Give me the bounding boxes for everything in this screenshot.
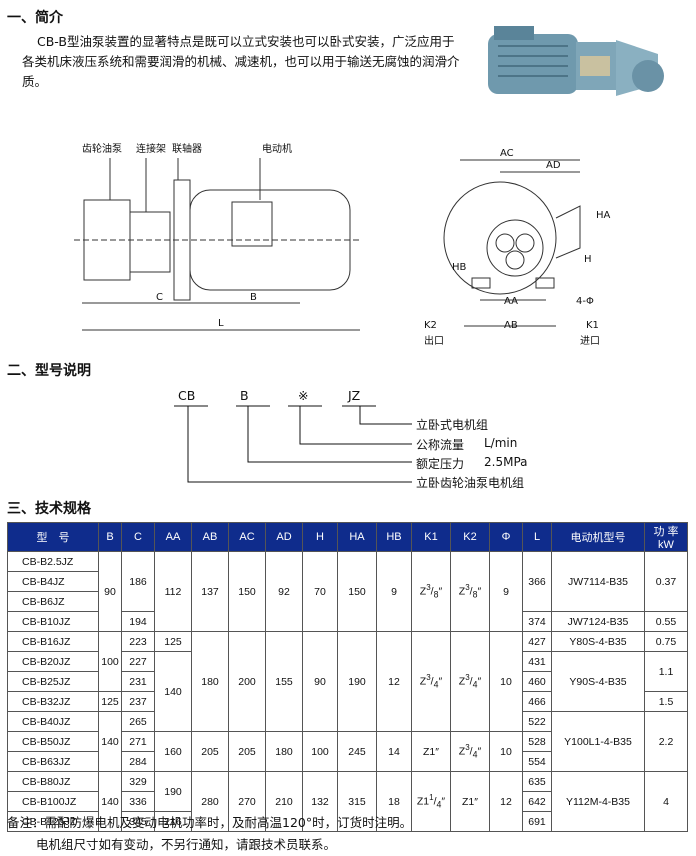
header-HA: HA [337, 522, 377, 552]
side-view-drawing [74, 158, 360, 331]
header-AB: AB [191, 522, 229, 552]
header-power: 功 率 kW [644, 522, 688, 552]
intro-paragraph: CB-B型油泵装置的显著特点是既可以立式安装也可以卧式安装，广泛应用于各类机床液… [22, 34, 460, 89]
dim-L: L [218, 318, 224, 329]
code-part-4: JZ [348, 388, 361, 403]
desc-gear-pump-unit: 立卧齿轮油泵电机组 [416, 476, 525, 490]
header-AC: AC [228, 522, 266, 552]
label-outlet: 出口 [424, 336, 444, 347]
label-motor: 电动机 [262, 144, 292, 155]
desc-pressure-value: 2.5MPa [484, 455, 528, 469]
header-AA: AA [154, 522, 192, 552]
dim-AD: AD [546, 160, 561, 171]
model-code-leaders [174, 405, 412, 483]
header-K1: K1 [411, 522, 451, 552]
dim-phi: 4-Φ [576, 296, 594, 307]
dim-C: C [156, 292, 163, 303]
header-K2: K2 [450, 522, 490, 552]
dim-H: H [584, 254, 592, 265]
code-part-3: ※ [298, 388, 309, 403]
header-B: B [98, 522, 122, 552]
header-L: L [522, 522, 552, 552]
header-model: 型 号 [7, 522, 99, 552]
header-H: H [302, 522, 338, 552]
front-view-drawing [443, 159, 581, 327]
code-part-1: CB [178, 388, 196, 403]
header-phi: Φ [489, 522, 523, 552]
dim-K2: K2 [424, 320, 437, 331]
section-title-spec: 三、技术规格 [7, 501, 91, 517]
section-title-model: 二、型号说明 [7, 363, 91, 379]
header-AD: AD [265, 522, 303, 552]
dim-AB: AB [504, 320, 518, 331]
header-motor: 电动机型号 [551, 522, 645, 552]
desc-flow-label: 公称流量 [416, 438, 465, 452]
desc-vertical-horizontal-unit: 立卧式电机组 [416, 418, 489, 432]
label-gear-pump: 齿轮油泵 [82, 144, 122, 155]
header-C: C [121, 522, 155, 552]
pump-photo [468, 6, 688, 124]
dim-HA: HA [596, 210, 611, 221]
label-bracket: 连接架 [136, 144, 166, 155]
desc-pressure-label: 额定压力 [416, 457, 465, 471]
dim-AC: AC [500, 148, 514, 159]
header-HB: HB [376, 522, 412, 552]
desc-flow-unit: L/min [484, 436, 518, 450]
spec-table: 型 号 B C AA AB AC AD H HA HB K1 K2 Φ L 电动… [7, 522, 688, 832]
dim-K1: K1 [586, 320, 599, 331]
note-1: 备注：需配防爆电机及变动电机功率时，及耐高温120°时，订货时注明。 [7, 815, 413, 830]
table-header-row: 型 号 B C AA AB AC AD H HA HB K1 K2 Φ L 电动… [7, 522, 688, 552]
code-part-2: B [240, 388, 249, 403]
label-coupling: 联轴器 [172, 144, 202, 155]
note-2: 电机组尺寸如有变动，不另行通知，请跟技术员联系。 [36, 837, 337, 852]
dim-AA: AA [504, 296, 518, 307]
label-inlet: 进口 [580, 336, 600, 347]
dim-HB: HB [452, 262, 467, 273]
dim-B: B [250, 292, 257, 303]
section-title-intro: 一、简介 [7, 10, 63, 26]
